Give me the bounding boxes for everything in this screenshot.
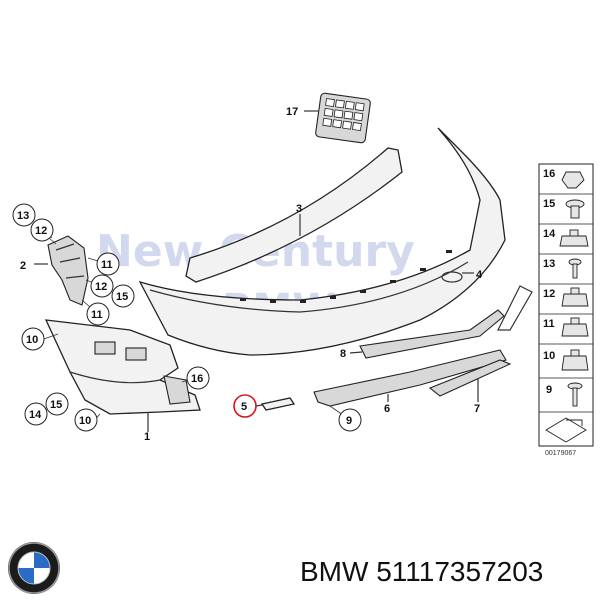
square-clip-icon <box>561 287 589 307</box>
part-7-diffuser <box>428 359 512 397</box>
spring-clip-icon <box>559 229 589 247</box>
part-1-corner <box>44 319 201 415</box>
part-8-strip <box>359 309 505 359</box>
callout-15-b: 15 <box>45 392 69 416</box>
svg-text:1: 1 <box>144 431 150 443</box>
brand-text: BMW <box>300 556 369 587</box>
svg-text:4: 4 <box>476 269 483 281</box>
svg-text:5: 5 <box>241 401 247 413</box>
callout-12-a: 12 <box>30 218 54 242</box>
clip-nut-icon <box>561 317 589 337</box>
callout-5[interactable]: 5 <box>233 394 257 418</box>
callout-11-b: 11 <box>86 302 110 326</box>
callout-1: 1 <box>144 431 150 443</box>
callout-2: 2 <box>20 260 26 272</box>
svg-text:15: 15 <box>50 399 62 411</box>
washer-screw-icon <box>568 258 582 279</box>
svg-text:16: 16 <box>191 373 203 385</box>
fastener-legend: 16 15 14 13 12 11 10 9 <box>538 163 594 447</box>
svg-text:13: 13 <box>17 210 29 222</box>
part-2-bracket <box>47 235 89 306</box>
legend-item-13: 13 <box>543 258 555 270</box>
svg-text:2: 2 <box>20 260 26 272</box>
part-5-cap <box>260 397 296 411</box>
legend-item-10: 10 <box>543 350 555 362</box>
svg-text:12: 12 <box>35 225 47 237</box>
bolt-icon <box>567 382 583 407</box>
svg-text:12: 12 <box>95 281 107 293</box>
callout-13: 13 <box>12 203 36 227</box>
legend-item-11: 11 <box>543 318 555 330</box>
part-3-trim-strip <box>185 147 403 283</box>
bumper-cover <box>138 127 506 356</box>
callout-6: 6 <box>384 403 390 415</box>
part-6-carrier <box>313 285 533 407</box>
callout-15-a: 15 <box>111 284 135 308</box>
legend-item-9: 9 <box>546 384 552 396</box>
callout-16: 16 <box>186 366 210 390</box>
part-number-label: BMW 51117357203 <box>300 552 590 592</box>
svg-text:8: 8 <box>340 348 346 360</box>
shim-icon <box>545 417 587 443</box>
callout-11-a: 11 <box>96 252 120 276</box>
svg-text:11: 11 <box>91 309 103 321</box>
svg-text:11: 11 <box>101 259 113 271</box>
callout-7: 7 <box>474 403 480 415</box>
callout-17: 17 <box>286 106 298 118</box>
legend-item-15: 15 <box>543 198 555 210</box>
svg-text:10: 10 <box>79 415 91 427</box>
bracket-clip-icon <box>561 349 589 371</box>
svg-text:10: 10 <box>26 334 38 346</box>
bmw-logo <box>8 542 60 594</box>
svg-text:9: 9 <box>346 415 352 427</box>
callout-11-c: 11 <box>0 0 12 3</box>
callout-8: 8 <box>340 348 346 360</box>
push-clip-icon <box>565 199 585 219</box>
callout-12-b: 12 <box>90 274 114 298</box>
svg-text:6: 6 <box>384 403 390 415</box>
svg-text:7: 7 <box>474 403 480 415</box>
part-17-grille <box>315 92 371 144</box>
callout-10-b: 10 <box>74 408 98 432</box>
nut-icon <box>561 171 585 189</box>
svg-text:3: 3 <box>296 203 302 215</box>
callout-9: 9 <box>338 408 362 432</box>
svg-text:15: 15 <box>116 291 128 303</box>
drawing-number: 00179067 <box>545 450 576 457</box>
part-number-text: 51117357203 <box>376 556 544 587</box>
callout-10-a: 10 <box>21 327 45 351</box>
callout-3: 3 <box>296 203 302 215</box>
svg-text:17: 17 <box>286 106 298 118</box>
legend-item-16: 16 <box>543 168 555 180</box>
legend-item-12: 12 <box>543 288 555 300</box>
callout-14: 14 <box>24 402 48 426</box>
legend-item-14: 14 <box>543 228 556 240</box>
callout-4: 4 <box>476 269 483 281</box>
svg-text:14: 14 <box>29 409 42 421</box>
